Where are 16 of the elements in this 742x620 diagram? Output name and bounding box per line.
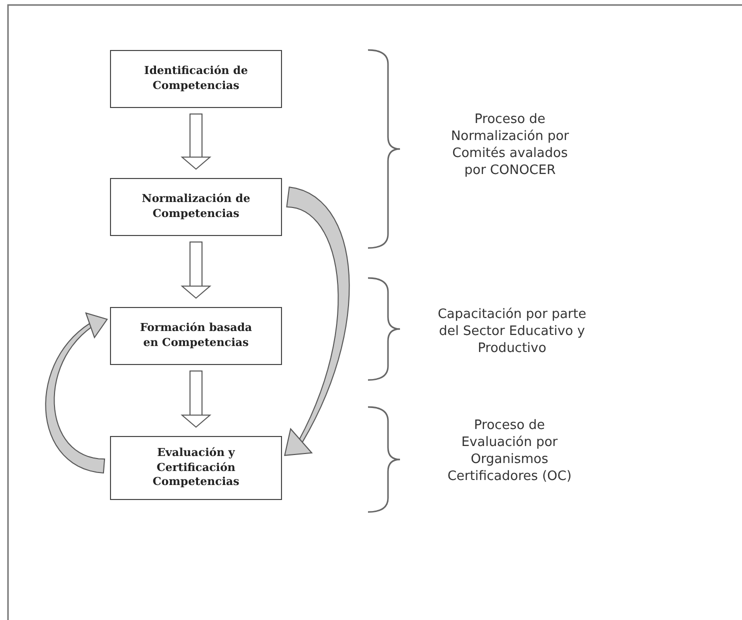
block-arrow	[182, 114, 210, 170]
block-arrow	[182, 242, 210, 299]
process-box	[110, 50, 282, 108]
box-text: Normalización de Competencias	[140, 192, 252, 222]
process-box	[110, 178, 282, 236]
brace-annotation: Capacitación por parte del Sector Educativo y Productivo	[436, 307, 588, 358]
process-box	[110, 307, 282, 365]
block-arrow	[284, 186, 350, 456]
box-text: Evaluación y Certificación Competencias	[152, 446, 240, 490]
box-text: Formación basada en Competencias	[138, 321, 254, 351]
brace-annotation: Proceso de Normalización por Comités avalados por CONOCER	[450, 112, 570, 180]
block-arrow	[45, 312, 108, 474]
brace-annotation: Proceso de Evaluación por Organismos Certificadores (OC)	[446, 418, 573, 486]
box-text: Identificación de Competencias	[143, 64, 249, 94]
process-box	[110, 436, 282, 500]
block-arrow	[182, 370, 210, 428]
